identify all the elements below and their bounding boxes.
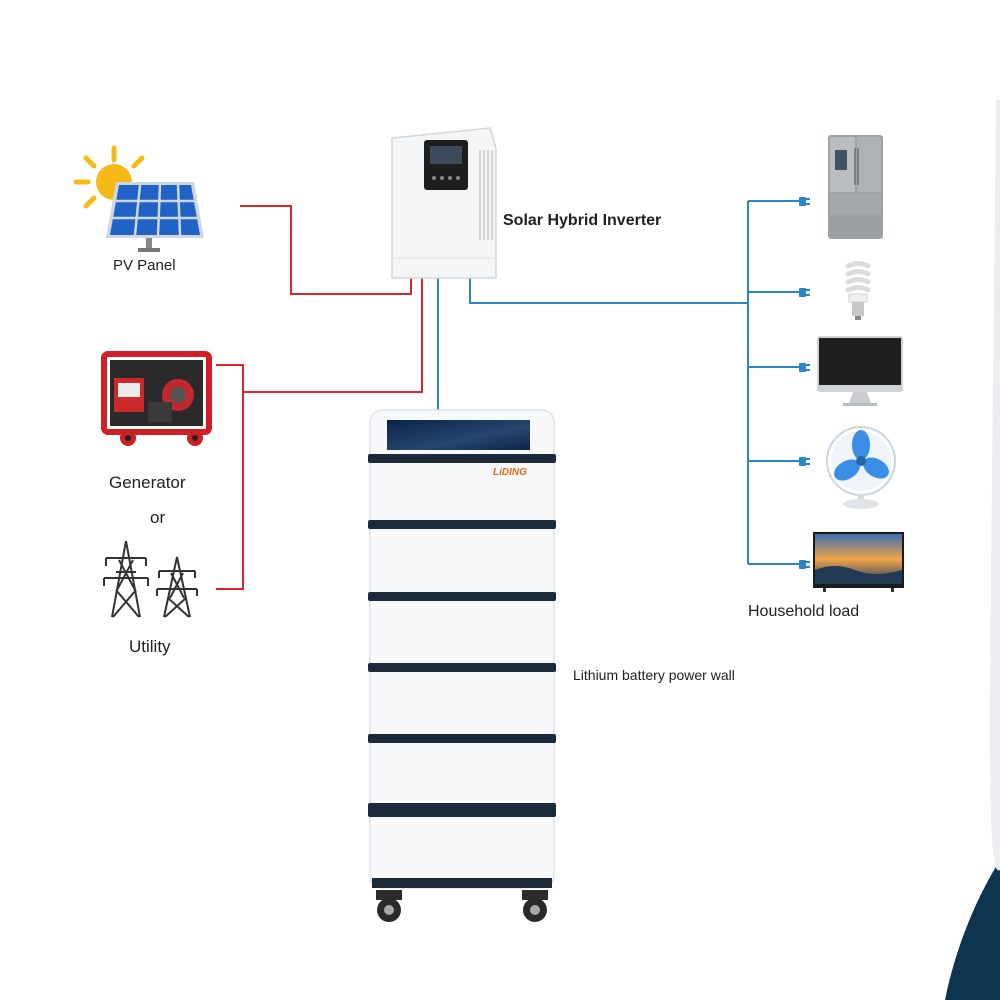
generator-label: Generator [109, 473, 186, 492]
brand-logo: LiDING [493, 467, 527, 478]
or-label: or [150, 508, 166, 527]
inverter-to-load-wire [469, 276, 748, 304]
inverter-label: Solar Hybrid Inverter [503, 212, 662, 229]
grid-to-inverter-wire [244, 276, 423, 393]
pv-to-inverter-wire [240, 205, 412, 295]
pv-panel-label: PV Panel [113, 257, 176, 274]
household-load-label: Household load [748, 603, 860, 620]
plug-icon [799, 197, 810, 569]
generator-bracket [216, 364, 244, 590]
battery-label: Lithium battery power wall [573, 667, 735, 683]
utility-label: Utility [129, 637, 171, 656]
